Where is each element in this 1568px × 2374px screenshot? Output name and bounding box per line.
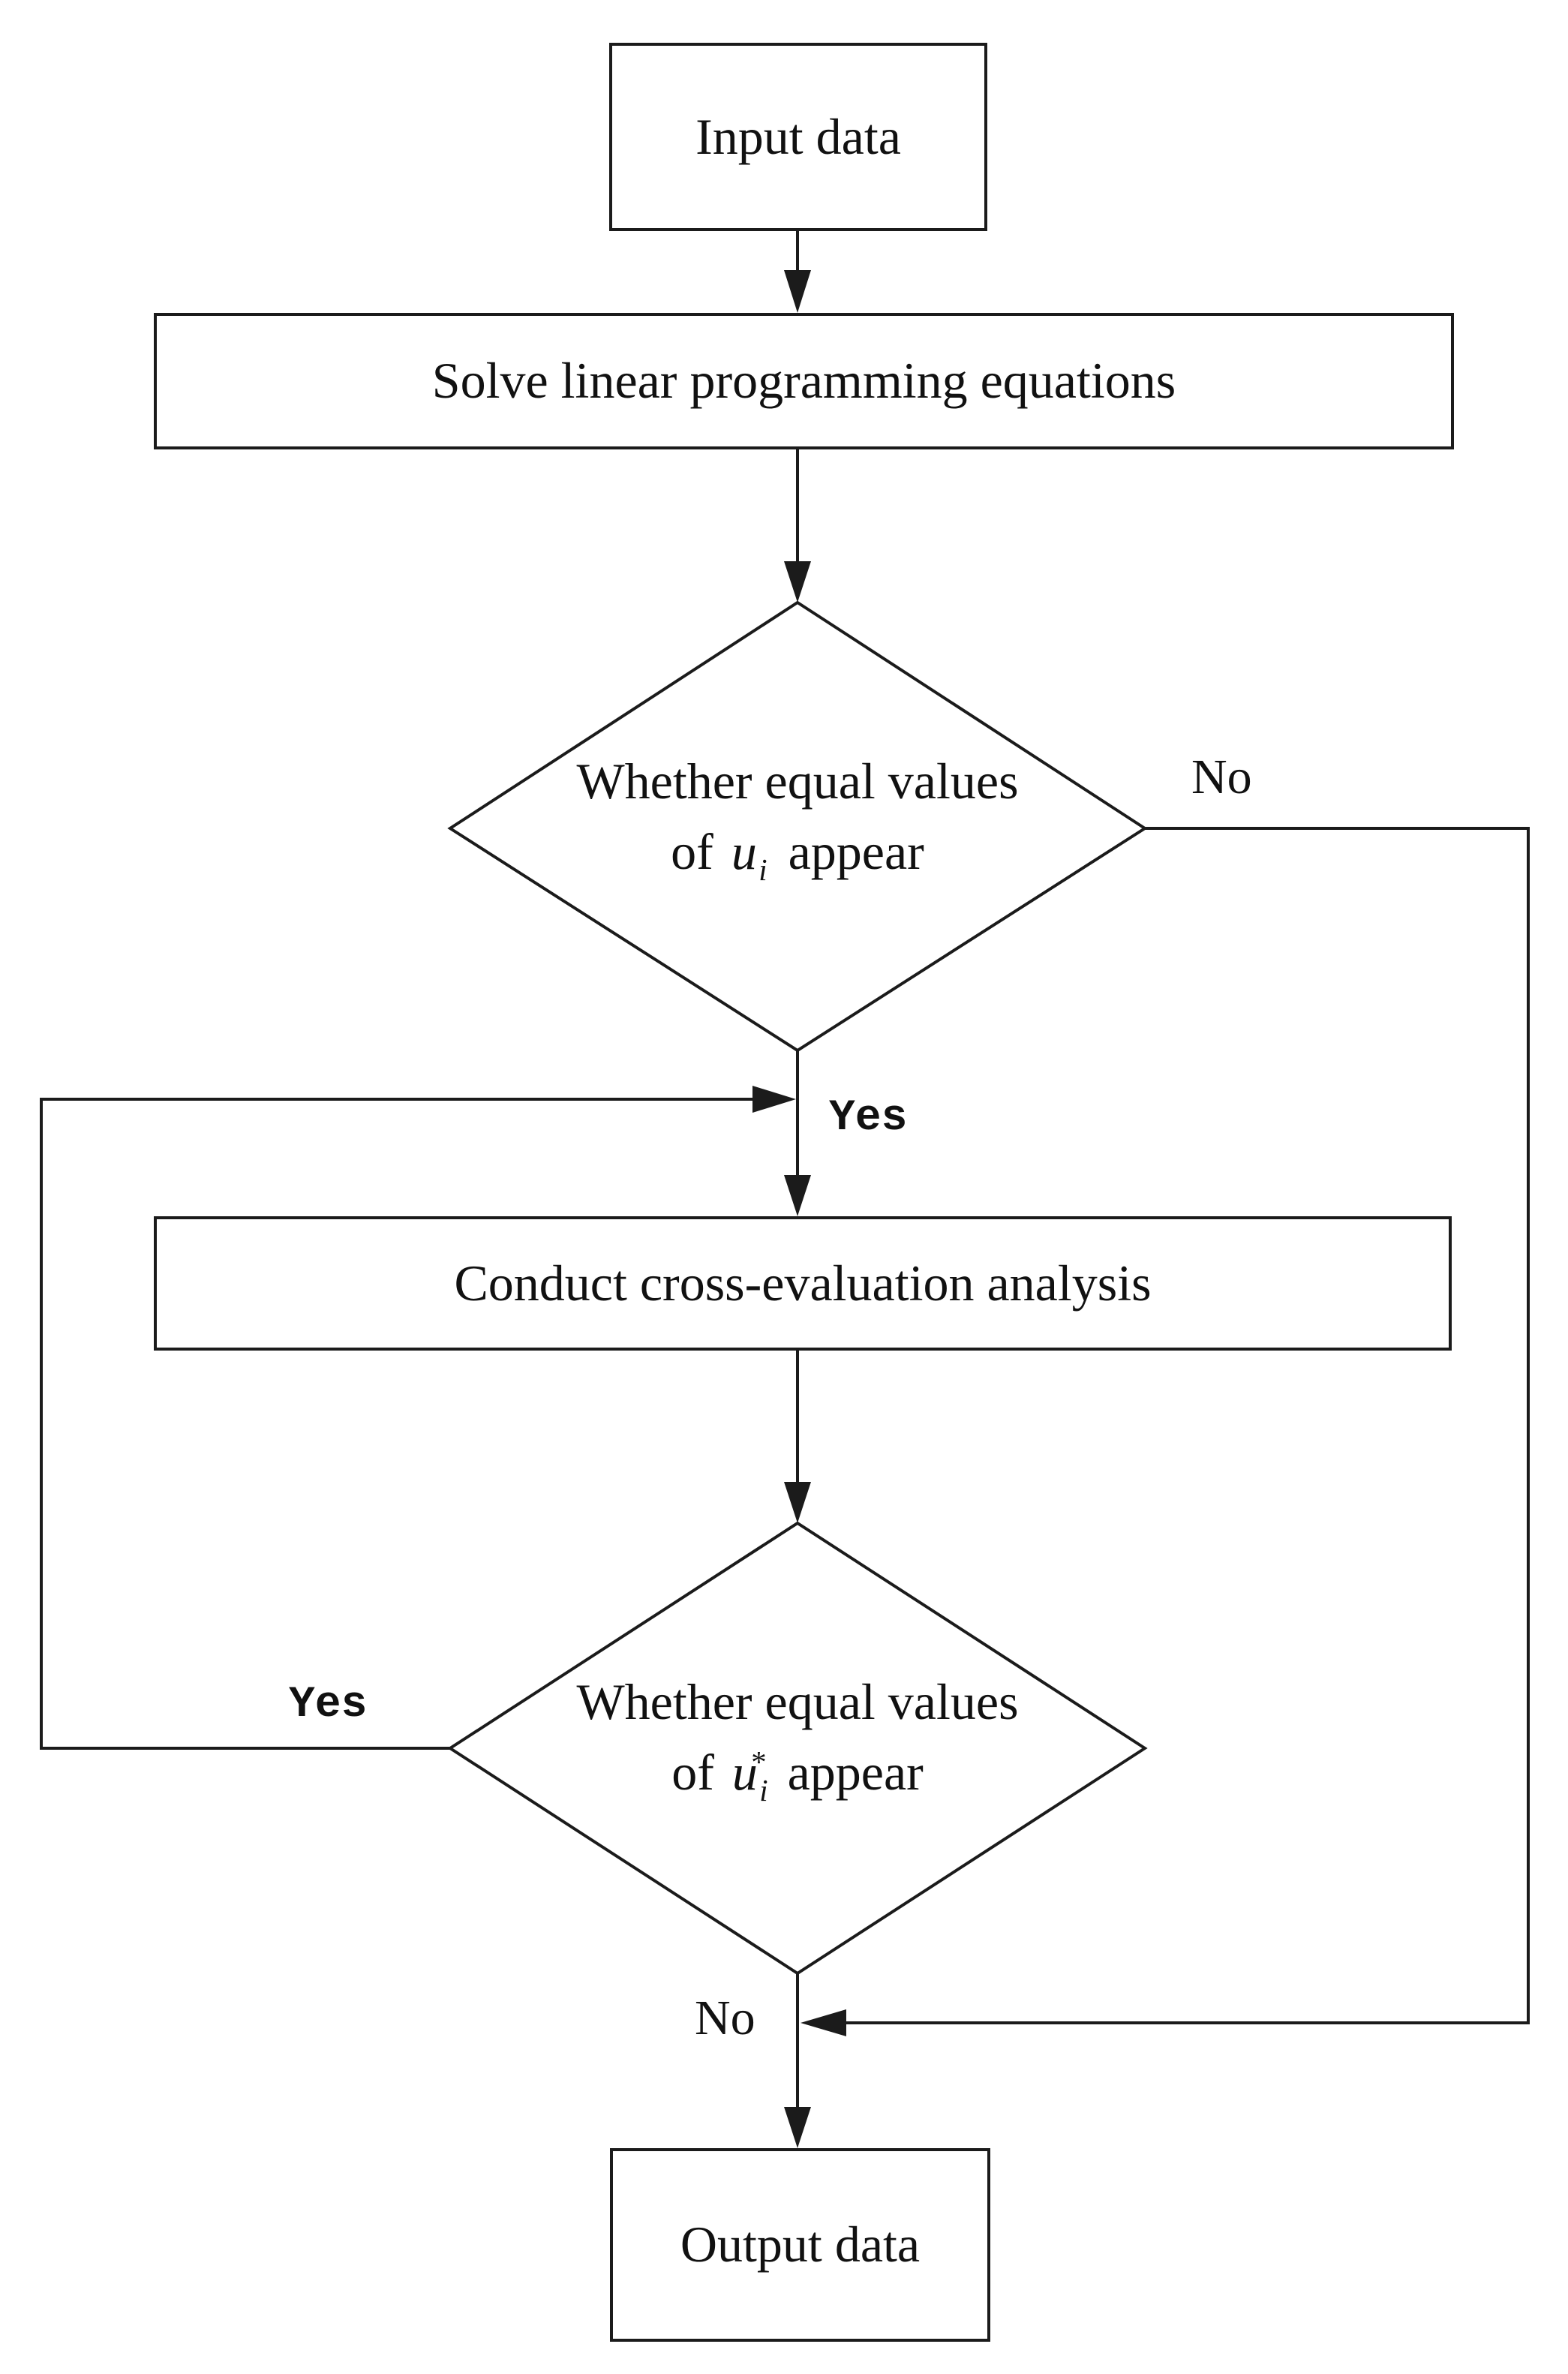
decision2-no-label: No — [695, 1991, 755, 2045]
output-data-label: Output data — [680, 2216, 921, 2273]
decision1-suffix: appear — [788, 822, 924, 880]
decision1-line1: Whether equal values — [576, 753, 1019, 810]
u-i-star-term: ui* — [731, 1738, 768, 1813]
input-data-label: Input data — [695, 107, 901, 165]
cross-evaluation-label: Conduct cross-evaluation analysis — [454, 1254, 1152, 1312]
arrowhead-input-to-solve — [784, 270, 811, 313]
decision1-yes-label: Yes — [829, 1094, 908, 1143]
edge-decision1-no-rail — [846, 827, 1530, 2024]
solve-lp-label: Solve linear programming equations — [431, 352, 1176, 410]
decision2-prefix: of — [671, 1743, 714, 1801]
solve-lp-node: Solve linear programming equations — [154, 313, 1454, 449]
arrowhead-solve-to-decision1 — [784, 561, 811, 603]
edge-decision2-yes-rail — [40, 1098, 752, 1750]
input-data-node: Input data — [609, 43, 987, 231]
math-sub-i: i — [759, 1774, 768, 1808]
decision1-diamond — [447, 600, 1148, 1053]
math-sub-i: i — [758, 853, 767, 888]
arrowhead-conduct-to-decision2 — [784, 1482, 811, 1523]
math-var-u: u — [731, 1743, 758, 1801]
math-sup-star: * — [751, 1745, 767, 1780]
arrowhead-decision1-to-conduct — [784, 1175, 811, 1216]
decision2-diamond — [447, 1521, 1148, 1976]
arrowhead-no-rail-junction — [801, 2009, 846, 2036]
decision2-suffix: appear — [787, 1743, 924, 1801]
u-i-term: ui — [731, 817, 767, 892]
arrowhead-yes-loop-junction — [752, 1086, 796, 1113]
decision1-prefix: of — [671, 822, 713, 880]
math-var-u: u — [731, 822, 757, 880]
cross-evaluation-node: Conduct cross-evaluation analysis — [154, 1216, 1452, 1351]
decision1-no-label: No — [1191, 750, 1252, 804]
decision2-line1: Whether equal values — [576, 1673, 1019, 1730]
decision2-yes-label: Yes — [289, 1681, 368, 1729]
arrowhead-decision2-to-output — [784, 2107, 811, 2148]
output-data-node: Output data — [610, 2148, 990, 2342]
